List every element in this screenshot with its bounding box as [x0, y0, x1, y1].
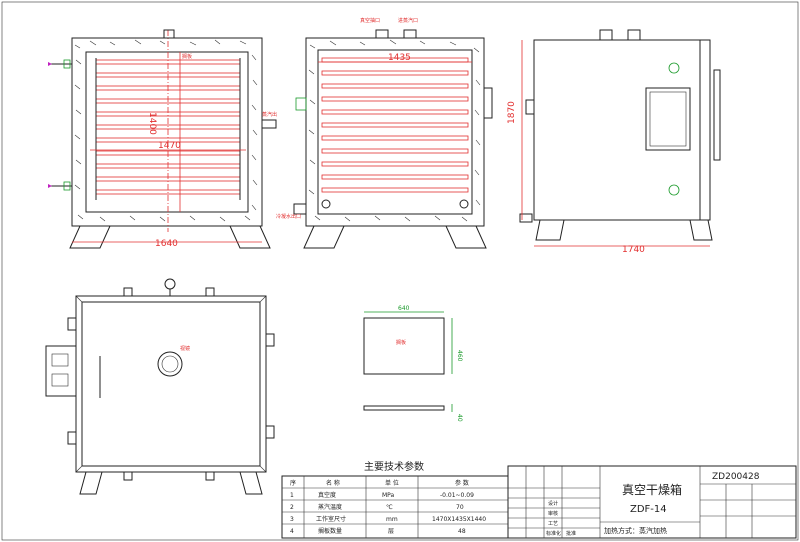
td-4-2: 层 [388, 528, 394, 535]
label-front-shelf: 搁板 [182, 53, 192, 60]
shelf-detail [363, 311, 453, 412]
td-1-1: 真空度 [318, 491, 336, 499]
dim-front-width: 1640 [155, 239, 178, 249]
td-1-3: -0.01~0.09 [440, 492, 474, 499]
tb-label-1: 审核 [548, 510, 558, 517]
th-name: 名 称 [326, 479, 340, 487]
side-elevation-view [519, 29, 721, 247]
dim-front-inner: 1470 [158, 141, 181, 151]
params-table [281, 475, 509, 539]
front-wall-hatch [74, 39, 258, 222]
td-3-2: mm [386, 516, 398, 523]
side-section-view [293, 29, 493, 249]
dim-shelf-thick: 40 [456, 414, 463, 422]
title-block [507, 465, 797, 539]
front-section-view [48, 29, 277, 249]
tb-label-4: 批准 [566, 530, 576, 537]
params-table-title: 主要技术参数 [364, 460, 424, 473]
dim-shelf-width: 640 [398, 305, 410, 312]
label-vacuum-port: 真空抽口 [360, 17, 380, 24]
dim-elev-length: 1740 [622, 245, 645, 255]
dim-shelf-depth: 460 [456, 350, 463, 362]
tb-label-0: 设计 [548, 500, 558, 507]
td-4-0: 4 [290, 528, 294, 535]
th-unit: 单 位 [385, 479, 399, 487]
tb-label-3: 标准化 [546, 530, 561, 537]
label-steam-out: 蒸汽出 [262, 111, 277, 118]
drawing-number: ZD200428 [712, 472, 760, 482]
td-1-0: 1 [290, 492, 294, 499]
td-2-3: 70 [456, 504, 464, 511]
td-2-2: ℃ [386, 504, 393, 511]
td-1-2: MPa [382, 492, 395, 499]
td-3-3: 1470X1435X1440 [432, 516, 486, 523]
label-condensate-outlet: 冷凝水出口 [276, 213, 301, 220]
product-model: ZDF-14 [630, 504, 667, 515]
th-index: 序 [290, 479, 296, 487]
front-outer-wall [71, 37, 263, 227]
heating-method: 加热方式：蒸汽加热 [604, 526, 667, 535]
door-view [45, 278, 275, 495]
front-inner-wall [85, 51, 249, 213]
td-3-1: 工作室尺寸 [316, 515, 346, 523]
label-sight-window: 视镜 [180, 345, 190, 352]
th-param: 参 数 [455, 479, 469, 487]
label-shelf-detail: 搁板 [396, 339, 406, 346]
dim-side-width: 1435 [388, 53, 411, 63]
label-steam-inlet: 进蒸汽口 [398, 17, 418, 24]
td-4-1: 搁板数量 [318, 527, 342, 535]
dim-elev-height: 1870 [507, 101, 517, 124]
td-4-3: 48 [458, 528, 466, 535]
td-2-1: 蒸汽温度 [318, 503, 342, 511]
td-2-0: 2 [290, 504, 294, 511]
td-3-0: 3 [290, 516, 294, 523]
dim-front-height: 1400 [147, 112, 157, 135]
tb-label-2: 工艺 [548, 521, 558, 527]
product-name: 真空干燥箱 [622, 482, 682, 497]
